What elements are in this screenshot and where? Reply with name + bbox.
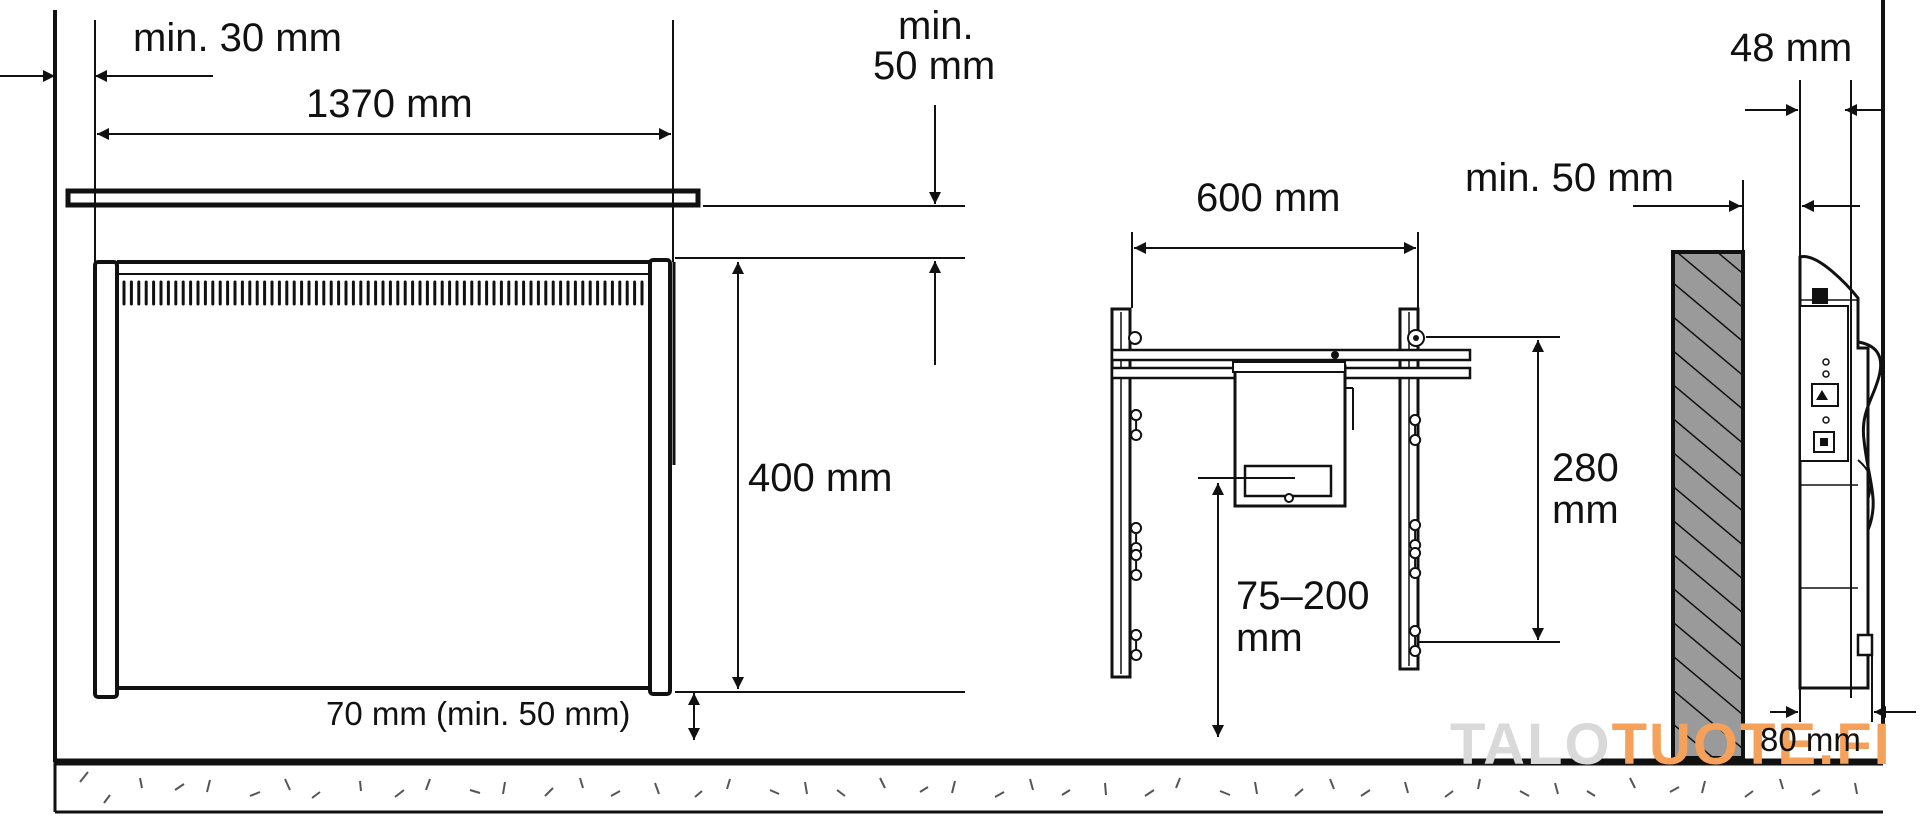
watermark-part1: TALO <box>1450 712 1612 777</box>
left-dimensions <box>0 20 965 740</box>
label-bracket-spacing: 600 mm <box>1196 176 1341 220</box>
room-outline <box>53 0 1885 814</box>
label-mount-height-2: mm <box>1236 616 1303 660</box>
watermark-part2: TUOTE.FI <box>1611 712 1892 777</box>
label-floor-clearance: 70 mm (min. 50 mm) <box>326 695 631 732</box>
floor-texture <box>79 771 1858 804</box>
wall-section <box>1671 250 1745 760</box>
heater-side-profile <box>1798 255 1883 690</box>
side-dimensions <box>1633 80 1916 722</box>
label-wall-depth: 48 mm <box>1730 26 1853 70</box>
watermark: TALOTUOTE.FI <box>1450 716 1892 774</box>
label-hole-spacing-2: mm <box>1552 488 1619 532</box>
label-panel-depth: 80 mm <box>1760 721 1861 758</box>
label-min-wall-gap: min. 50 mm <box>1465 156 1674 200</box>
heater-front <box>93 258 676 699</box>
label-hole-spacing-1: 280 <box>1552 446 1619 490</box>
label-min-top-clearance-1: min. <box>898 4 974 48</box>
label-mount-height-1: 75–200 <box>1236 574 1370 618</box>
label-panel-width: 1370 mm <box>306 82 473 126</box>
shelf <box>65 188 701 208</box>
bracket-dimensions <box>1131 232 1560 737</box>
label-min-top-clearance-2: 50 mm <box>873 44 996 88</box>
bracket-holes <box>1128 329 1425 661</box>
label-panel-height: 400 mm <box>748 456 893 500</box>
label-min-side-clearance: min. 30 mm <box>133 16 342 60</box>
heater-grille <box>122 280 644 306</box>
mounting-bracket <box>1110 307 1472 679</box>
